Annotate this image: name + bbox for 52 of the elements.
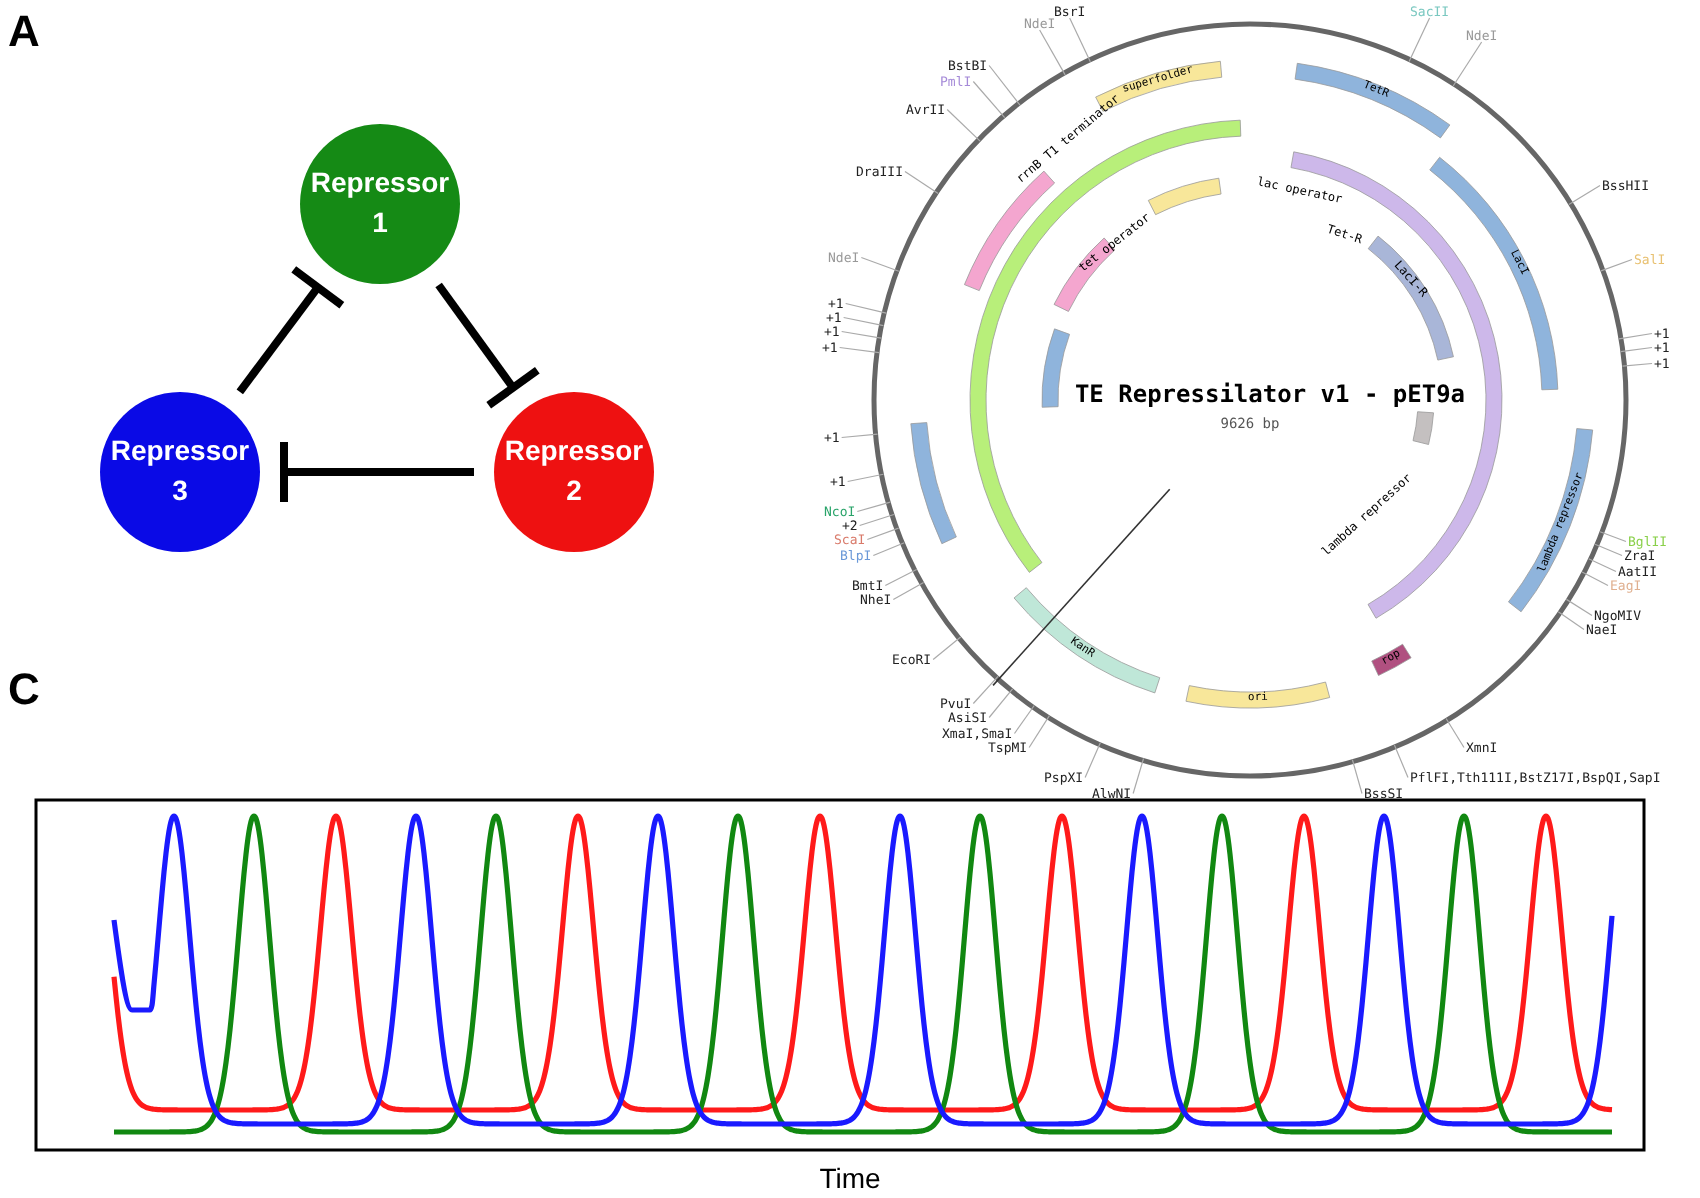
leader-line	[1568, 184, 1601, 206]
leader-line	[872, 542, 905, 557]
leader-line	[1620, 346, 1653, 353]
leader-line	[1084, 742, 1101, 779]
repressor-label: Repressor 2	[502, 432, 646, 510]
leader-line	[1393, 744, 1409, 779]
leader-line	[1621, 362, 1653, 367]
leader-line	[1581, 571, 1609, 587]
leader-line	[1069, 17, 1091, 63]
inhibition-edge	[280, 438, 474, 506]
leader-line	[946, 108, 981, 142]
leader-line	[1565, 598, 1593, 617]
leader-line	[1600, 258, 1633, 272]
leader-line	[1618, 332, 1653, 340]
leader-line	[988, 64, 1021, 106]
leader-line	[932, 636, 962, 661]
leader-line	[847, 473, 885, 483]
leader-line	[988, 688, 1014, 719]
leader-line	[1445, 717, 1465, 749]
leader-line	[884, 568, 918, 587]
leader-line	[1132, 757, 1145, 795]
repressor-label: Repressor 3	[108, 432, 252, 510]
leader-line	[1557, 611, 1585, 631]
leader-line	[845, 302, 887, 314]
leader-line	[1013, 704, 1035, 735]
leader-line	[1599, 531, 1627, 543]
panel-letter: A	[8, 10, 40, 54]
leader-line	[1452, 41, 1483, 87]
leader-line	[1594, 543, 1623, 557]
leader-line	[841, 330, 882, 339]
leader-line	[1028, 715, 1050, 749]
leader-line	[972, 675, 999, 705]
repressor-label: Repressor 1	[308, 164, 452, 242]
leader-line	[856, 501, 891, 513]
leader-line	[972, 80, 1006, 119]
map-title: TE Repressilator v1 - pET9a	[1074, 382, 1466, 406]
leader-line	[843, 316, 885, 327]
leader-line	[866, 527, 900, 541]
inhibition-edge	[435, 282, 542, 410]
leader-line	[1039, 29, 1066, 76]
leader-line	[859, 513, 895, 527]
leader-line	[904, 170, 939, 195]
leader-line	[892, 581, 925, 601]
leader-line	[1588, 558, 1617, 573]
panel-letter: C	[8, 668, 40, 712]
leader-line	[1351, 759, 1363, 795]
leader-line	[1408, 17, 1431, 63]
leader-line	[841, 433, 879, 439]
inhibition-edge	[236, 265, 346, 395]
leader-line	[839, 346, 880, 354]
axis-label: Time	[819, 1164, 881, 1192]
leader-line	[860, 256, 900, 272]
